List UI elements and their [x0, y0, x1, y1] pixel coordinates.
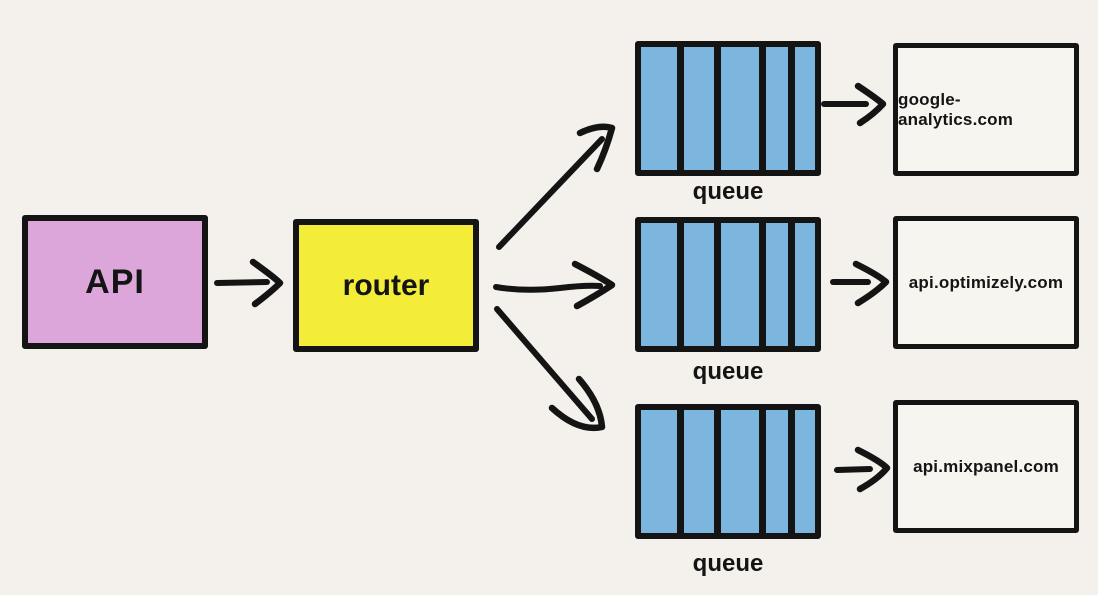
queue-node-3	[635, 404, 821, 539]
arrow-queue-2-to-endpoint-2	[830, 260, 890, 307]
queue-segment	[795, 410, 815, 533]
queue-segment	[795, 47, 815, 170]
endpoint-label-mixpanel: api.mixpanel.com	[913, 456, 1059, 476]
endpoint-node-mixpanel: api.mixpanel.com	[893, 400, 1079, 533]
queue-segment	[721, 47, 759, 170]
queue-segment	[684, 47, 714, 170]
queue-segment	[766, 410, 788, 533]
endpoint-node-optimizely: api.optimizely.com	[893, 216, 1079, 349]
arrow-queue-3-to-endpoint-3	[834, 446, 891, 493]
endpoint-label-optimizely: api.optimizely.com	[908, 272, 1064, 292]
queue-segment	[721, 410, 759, 533]
router-label: router	[342, 268, 430, 302]
queue-segment	[766, 47, 788, 170]
endpoint-label-google-analytics: google-analytics.com	[898, 89, 1014, 129]
router-node: router	[293, 219, 479, 352]
endpoint-node-google-analytics: google-analytics.com	[893, 43, 1079, 176]
arrow-api-to-router	[214, 258, 284, 308]
queue-segment	[766, 223, 788, 346]
arrow-router-to-queue-1	[496, 123, 616, 250]
queue-segment	[795, 223, 815, 346]
api-node: API	[22, 215, 208, 349]
queue-segment	[684, 223, 714, 346]
arrow-router-to-queue-2	[493, 260, 616, 310]
queue-segment	[721, 223, 759, 346]
queue-label-3: queue	[692, 550, 764, 577]
queue-label-2: queue	[692, 358, 764, 385]
queue-segment	[641, 410, 677, 533]
api-label: API	[85, 262, 145, 301]
queue-node-2	[635, 217, 821, 352]
arrow-router-to-queue-3	[494, 306, 606, 432]
queue-label-1: queue	[692, 178, 764, 205]
queue-segment	[641, 47, 677, 170]
queue-segment	[641, 223, 677, 346]
queue-segment	[684, 410, 714, 533]
queue-node-1	[635, 41, 821, 176]
arrow-queue-1-to-endpoint-1	[821, 82, 887, 127]
